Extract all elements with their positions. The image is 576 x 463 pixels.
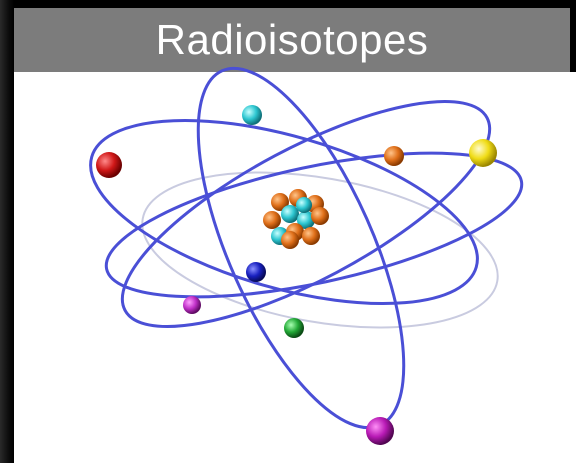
orbit-wide-down: [89, 118, 479, 306]
title-banner: [14, 8, 570, 72]
orbit-vertical: [196, 66, 406, 430]
faint-orbit: [141, 171, 499, 329]
electron-blue: [246, 262, 266, 282]
orbit-tilted-up: [120, 99, 492, 329]
window-edge: [0, 0, 14, 463]
electron-purple: [366, 417, 394, 445]
electron-magenta: [183, 296, 201, 314]
electron-cyan: [242, 105, 262, 125]
electron-green: [284, 318, 304, 338]
electron-orange: [384, 146, 404, 166]
nucleus: [263, 189, 329, 249]
electron-yellow: [469, 139, 497, 167]
orbit-horizontal: [104, 151, 524, 299]
electron-red: [96, 152, 122, 178]
atom-illustration: [89, 66, 524, 445]
slide: Radioisotopes: [14, 0, 576, 463]
slide-title: Radioisotopes: [155, 16, 429, 63]
orbit-rings: [89, 66, 524, 430]
